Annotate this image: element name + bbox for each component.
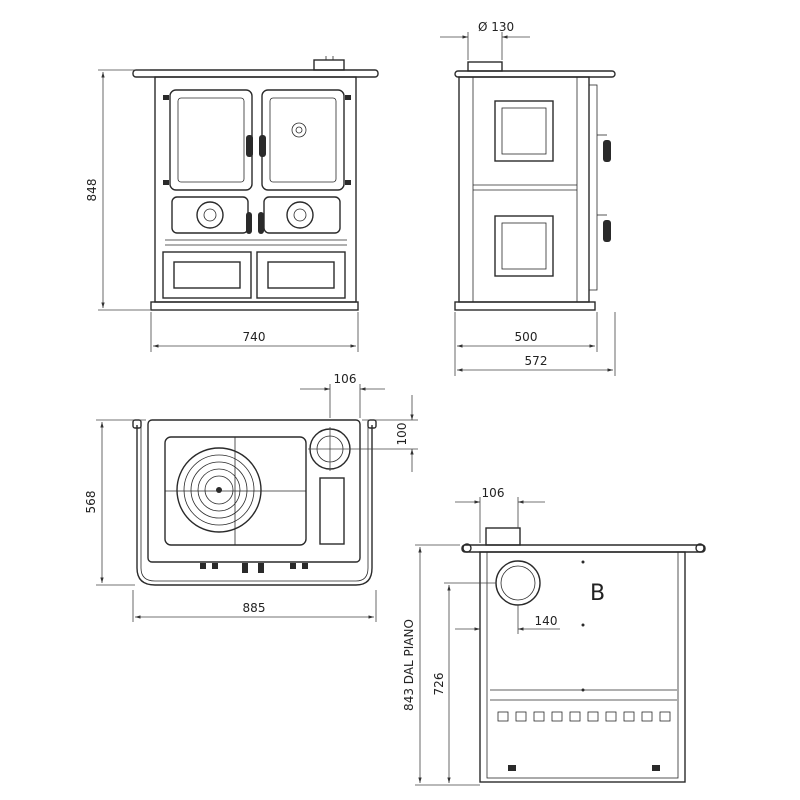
rear-flue-offset-dimension: 106 xyxy=(455,486,545,543)
front-width-label: 740 xyxy=(243,330,266,344)
rear-flue-center-label: 140 xyxy=(535,614,558,628)
flue-diameter-dimension: Ø 130 xyxy=(440,20,530,60)
flue-diameter-label: Ø 130 xyxy=(478,20,514,34)
top-depth-label: 568 xyxy=(84,491,98,514)
top-width-dimension: 885 xyxy=(132,590,377,622)
top-width-label: 885 xyxy=(243,601,266,615)
rear-height-label: 726 xyxy=(432,673,446,696)
top-depth-dimension: 568 xyxy=(84,419,146,586)
rear-view-label: B xyxy=(590,581,605,606)
top-flue-offset-x-label: 106 xyxy=(334,372,357,386)
top-flue-depth-dimension: 100 xyxy=(352,395,418,472)
front-width-dimension: 740 xyxy=(150,312,359,352)
top-flue-offset-y-label: 100 xyxy=(395,423,409,446)
rear-height-dimensions: 843 DAL PIANO 726 xyxy=(402,544,496,786)
side-overall-depth-label: 572 xyxy=(525,354,548,368)
rear-flue-height-label: 843 DAL PIANO xyxy=(402,619,416,711)
top-view xyxy=(132,419,377,586)
side-depth-label: 500 xyxy=(515,330,538,344)
side-view xyxy=(454,61,616,311)
front-height-dimension: 848 xyxy=(85,69,150,311)
side-depth-dimension: 500 572 xyxy=(454,312,616,376)
top-flue-offset-dimension: 106 xyxy=(300,372,385,418)
front-view xyxy=(132,56,379,311)
rear-flue-center-dimension: 140 xyxy=(455,605,560,634)
rear-vent-slots xyxy=(497,711,671,722)
rear-flue-offset-label: 106 xyxy=(482,486,505,500)
front-height-label: 848 xyxy=(85,179,99,202)
rear-view: B xyxy=(461,527,706,783)
